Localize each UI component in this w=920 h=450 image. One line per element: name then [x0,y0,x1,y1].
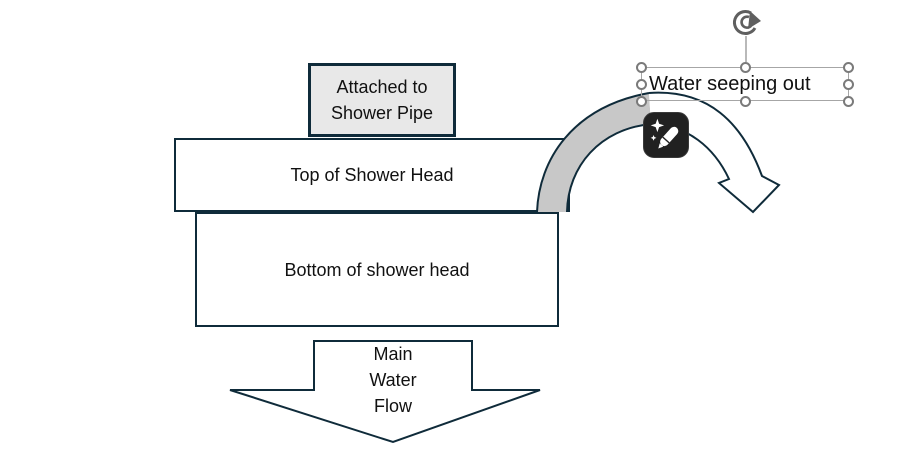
selection-handle-bottom-right[interactable] [843,96,854,107]
top-box-label: Top of Shower Head [290,165,454,185]
selection-handle-bottom-center[interactable] [740,96,751,107]
shape-top-of-shower-head[interactable]: Top of Shower Head [174,138,570,212]
shape-bottom-of-shower-head[interactable]: Bottom of shower head [195,212,559,327]
bottom-box-label: Bottom of shower head [284,259,470,280]
flow-arrow-label: Main Water Flow [369,344,417,416]
shape-attached-to-shower-pipe[interactable]: Attached to Shower Pipe [308,63,456,137]
curved-arrow-tail-inner-edge [566,123,652,213]
selection-handle-bottom-left[interactable] [636,96,647,107]
rotate-clockwise-icon[interactable] [733,10,761,35]
seep-textbox-label: Water seeping out [649,73,811,95]
selection-handle-middle-right[interactable] [843,79,854,90]
selection-handle-top-left[interactable] [636,62,647,73]
sparkle-pen-icon [650,118,679,149]
selection-handle-top-right[interactable] [843,62,854,73]
designer-button[interactable] [643,112,689,158]
selection-handle-top-center[interactable] [740,62,751,73]
selection-handle-middle-left[interactable] [636,79,647,90]
pipe-box-label: Attached to Shower Pipe [330,77,434,123]
